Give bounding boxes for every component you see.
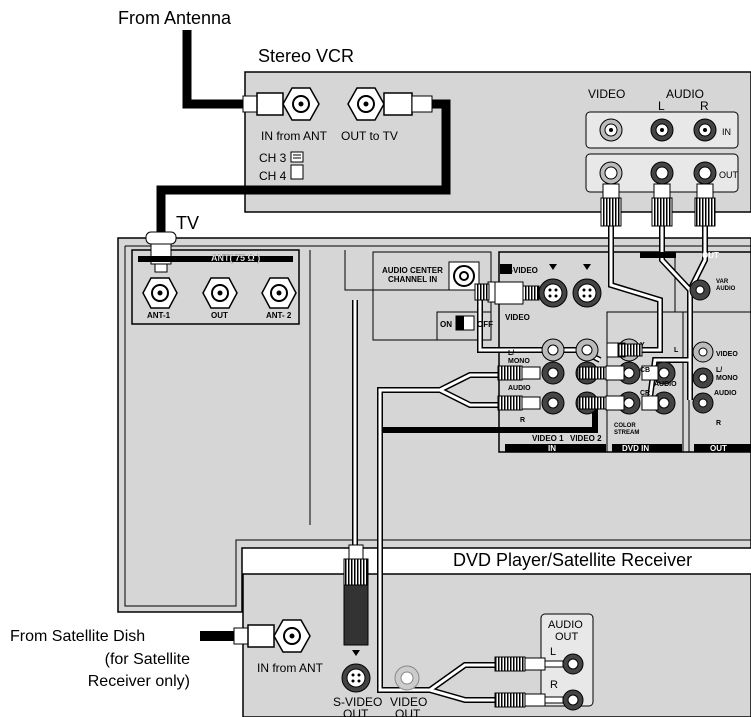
tv-ant-out-label: OUT: [211, 311, 228, 320]
vcr-in-label: IN: [722, 127, 731, 137]
s-video-label: S-VIDEO: [505, 266, 538, 275]
tv-video-label: VIDEO: [505, 313, 530, 322]
dvd-ant-in-connector[interactable]: [233, 619, 311, 653]
dvd-l-label: L: [550, 646, 556, 658]
dvd-in-label: DVD IN: [622, 444, 649, 453]
dvd-audio-label-1: AUDIO: [548, 619, 583, 631]
vcr-out-to-tv-label: OUT to TV: [341, 129, 398, 143]
vcr-ch4-label: CH 4: [259, 169, 287, 183]
var-audio-label-2: AUDIO: [716, 286, 736, 292]
tv-ant-header-bar: [138, 256, 293, 262]
from-sat-label-2: (for Satellite: [105, 651, 190, 668]
dvd-in-from-ant-label: IN from ANT: [257, 661, 324, 675]
s-video-jacks[interactable]: [500, 264, 602, 308]
tv-video-out-label: VIDEO: [716, 351, 738, 358]
mono-out-label-2: MONO: [716, 375, 738, 382]
vcr-l-label: L: [658, 99, 665, 113]
dvd-video-label-1: VIDEO: [390, 695, 427, 709]
tv-title: TV: [176, 213, 199, 233]
dvd-s-video-label-2: OUT: [343, 707, 369, 717]
off-label: OFF: [477, 320, 493, 329]
cr-label: CR: [640, 390, 650, 397]
tv-in-label: IN: [548, 444, 556, 453]
tv-ant1-label: ANT-1: [147, 311, 171, 320]
tv-audio-out-label: AUDIO: [714, 390, 737, 397]
dvd-s-video-out-jack[interactable]: [341, 663, 371, 693]
vcr-rca-plugs: [600, 183, 716, 227]
tv-panel-footer: [505, 252, 751, 452]
tv-audio-short-label: AUDIO: [654, 381, 677, 388]
dvd-video-label-2: OUT: [395, 707, 421, 717]
vcr-ch3-label: CH 3: [259, 151, 287, 165]
vcr-in-jacks[interactable]: [599, 118, 717, 142]
tv-r-label: R: [520, 417, 525, 424]
tv-r-out-label: R: [716, 420, 721, 427]
video1-label: VIDEO 1: [532, 434, 564, 443]
tv-out-header-label: OUT: [702, 251, 719, 260]
dvd-s-video-label-1: S-VIDEO: [333, 695, 382, 709]
audio-center-label-1: AUDIO CENTER: [382, 266, 443, 275]
tv-ant-header-label: ANT( 75 Ω ): [211, 253, 260, 263]
vcr-ant-in-connector[interactable]: [242, 87, 320, 121]
l-mono-label-1: L/: [508, 350, 514, 357]
vcr-out-label: OUT: [719, 170, 739, 180]
vcr-video-label: VIDEO: [588, 87, 625, 101]
mono-out-label-1: L/: [716, 367, 722, 374]
tv-audio-plugs: [497, 365, 541, 411]
tv-audio-label: AUDIO: [508, 385, 531, 392]
l-mono-label-2: MONO: [508, 358, 530, 365]
from-antenna-label: From Antenna: [118, 8, 232, 28]
audio-center-label-2: CHANNEL IN: [388, 275, 437, 284]
vcr-out-jacks[interactable]: [599, 161, 717, 185]
antenna-cable: [156, 30, 451, 236]
audio-center-jack[interactable]: [448, 261, 480, 291]
tv-out-jacks[interactable]: [689, 279, 714, 414]
ch-switch[interactable]: [290, 151, 304, 180]
vcr-audio-label: AUDIO: [666, 87, 704, 101]
vcr-out-to-tv-connector[interactable]: [347, 87, 433, 121]
dvd-r-label: R: [550, 679, 558, 691]
from-sat-label-1: From Satellite Dish: [10, 628, 145, 645]
color-stream-label-1: COLOR: [614, 423, 636, 429]
tv-ant2-label: ANT- 2: [266, 311, 292, 320]
vcr-in-from-ant-label: IN from ANT: [261, 129, 328, 143]
s-video-plug-tv: [494, 281, 540, 305]
dvd-sat-title: DVD Player/Satellite Receiver: [453, 550, 692, 570]
tv-ant-jacks[interactable]: [142, 277, 297, 309]
color-stream-label-2: STREAM: [614, 430, 639, 436]
stereo-vcr-title: Stereo VCR: [258, 46, 354, 66]
dvd-s-video-plug: [343, 544, 369, 656]
dvd-audio-label-2: OUT: [555, 631, 579, 643]
dvd-audio-out-jacks[interactable]: [562, 653, 584, 711]
dvd-audio-plugs: [494, 656, 564, 708]
on-label: ON: [440, 320, 452, 329]
satellite-cable: [200, 631, 234, 641]
tv-out-footer-label: OUT: [710, 444, 727, 453]
from-sat-label-3: Receiver only): [88, 673, 190, 690]
audio-center-switch[interactable]: [455, 315, 475, 331]
var-audio-label-1: VAR: [716, 279, 729, 285]
dvd-in-plugs: [577, 342, 659, 411]
y-label: Y: [640, 342, 645, 349]
cb-label: CB: [640, 367, 650, 374]
tv-l-label: L: [674, 347, 679, 354]
video2-label: VIDEO 2: [570, 434, 602, 443]
dvd-video-out-jack[interactable]: [394, 665, 420, 691]
vcr-r-label: R: [700, 99, 709, 113]
